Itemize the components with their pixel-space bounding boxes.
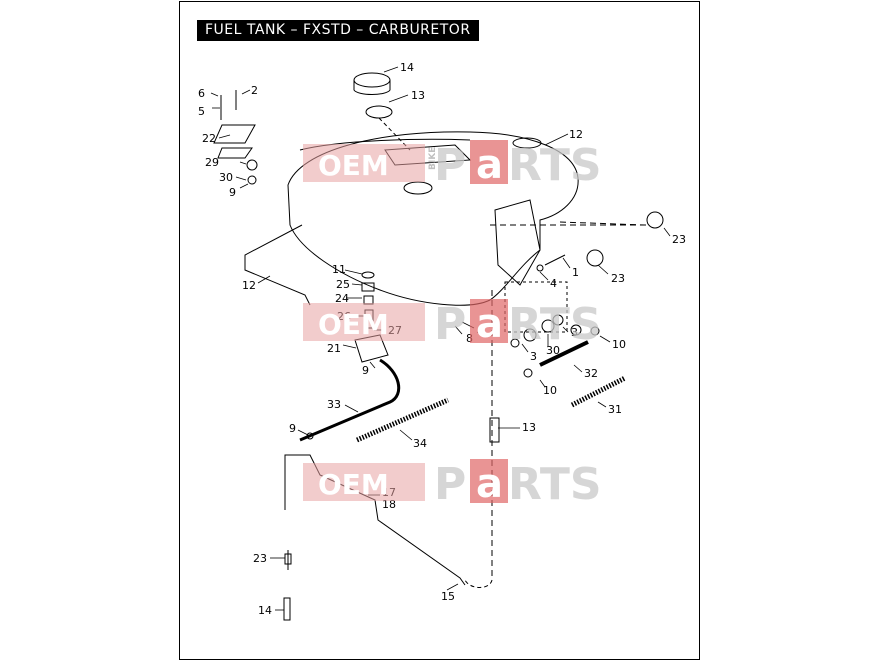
callout-19: 13 <box>411 89 425 102</box>
svg-text:P: P <box>434 140 466 191</box>
callout-25: 24 <box>335 292 349 305</box>
callout-13: 13 <box>522 421 536 434</box>
callout-28: 25 <box>336 278 350 291</box>
callout-9b: 9 <box>362 364 369 377</box>
callout-23a: 23 <box>672 233 686 246</box>
svg-text:BIKE: BIKE <box>428 147 438 170</box>
callout-21: 21 <box>327 342 341 355</box>
diagram-title: FUEL TANK – FXSTD – CARBURETOR <box>197 20 479 41</box>
svg-text:OEM: OEM <box>318 468 389 501</box>
callout-3b: 3 <box>530 350 537 363</box>
callout-12: 12 <box>242 279 256 292</box>
svg-text:P: P <box>434 459 466 510</box>
callout-20: 14 <box>400 61 414 74</box>
callout-10b: 10 <box>543 384 557 397</box>
callout-8: 9 <box>229 186 236 199</box>
cap-gasket <box>365 105 393 119</box>
callout-3a: 3 <box>571 326 578 339</box>
watermark-top: OEM BIKE P a RTS <box>303 140 602 191</box>
callout-23b: 23 <box>611 272 625 285</box>
callout-32: 33 <box>327 398 341 411</box>
watermark-bottom: OEM P a RTS <box>303 459 602 510</box>
watermark-middle: OEM P a RTS <box>303 299 602 350</box>
callout-1: 1 <box>572 266 579 279</box>
svg-text:RTS: RTS <box>508 299 602 350</box>
callout-6: 6 <box>198 87 205 100</box>
callout-5: 5 <box>198 105 205 118</box>
callout-34: 34 <box>413 437 427 450</box>
callout-11: 11 <box>332 263 346 276</box>
svg-text:a: a <box>476 461 503 507</box>
callout-10a: 10 <box>612 338 626 351</box>
callout-15: 15 <box>441 590 455 603</box>
callout-33: 32 <box>584 367 598 380</box>
callout-9a: 9 <box>289 422 296 435</box>
svg-text:P: P <box>434 299 466 350</box>
fuel-tank-outline <box>287 131 579 306</box>
svg-text:OEM: OEM <box>318 308 389 341</box>
callout-4a: 4 <box>550 277 557 290</box>
callout-2: 2 <box>251 84 258 97</box>
svg-text:a: a <box>476 142 503 188</box>
callout-17: 18 <box>382 498 396 511</box>
svg-text:RTS: RTS <box>508 459 602 510</box>
callout-22: 22 <box>202 132 216 145</box>
callout-18: 12 <box>569 128 583 141</box>
svg-text:a: a <box>476 301 503 347</box>
callout-24: 23 <box>253 552 267 565</box>
callout-30a: 30 <box>546 344 560 357</box>
callout-7: 8 <box>466 332 473 345</box>
callout-30b: 30 <box>219 171 233 184</box>
diagram-frame <box>179 1 700 660</box>
svg-text:RTS: RTS <box>508 140 602 191</box>
callout-14: 14 <box>258 604 272 617</box>
callout-31: 31 <box>608 403 622 416</box>
callout-29: 29 <box>205 156 219 169</box>
svg-text:OEM: OEM <box>318 149 389 182</box>
fuel-cap <box>353 72 391 88</box>
